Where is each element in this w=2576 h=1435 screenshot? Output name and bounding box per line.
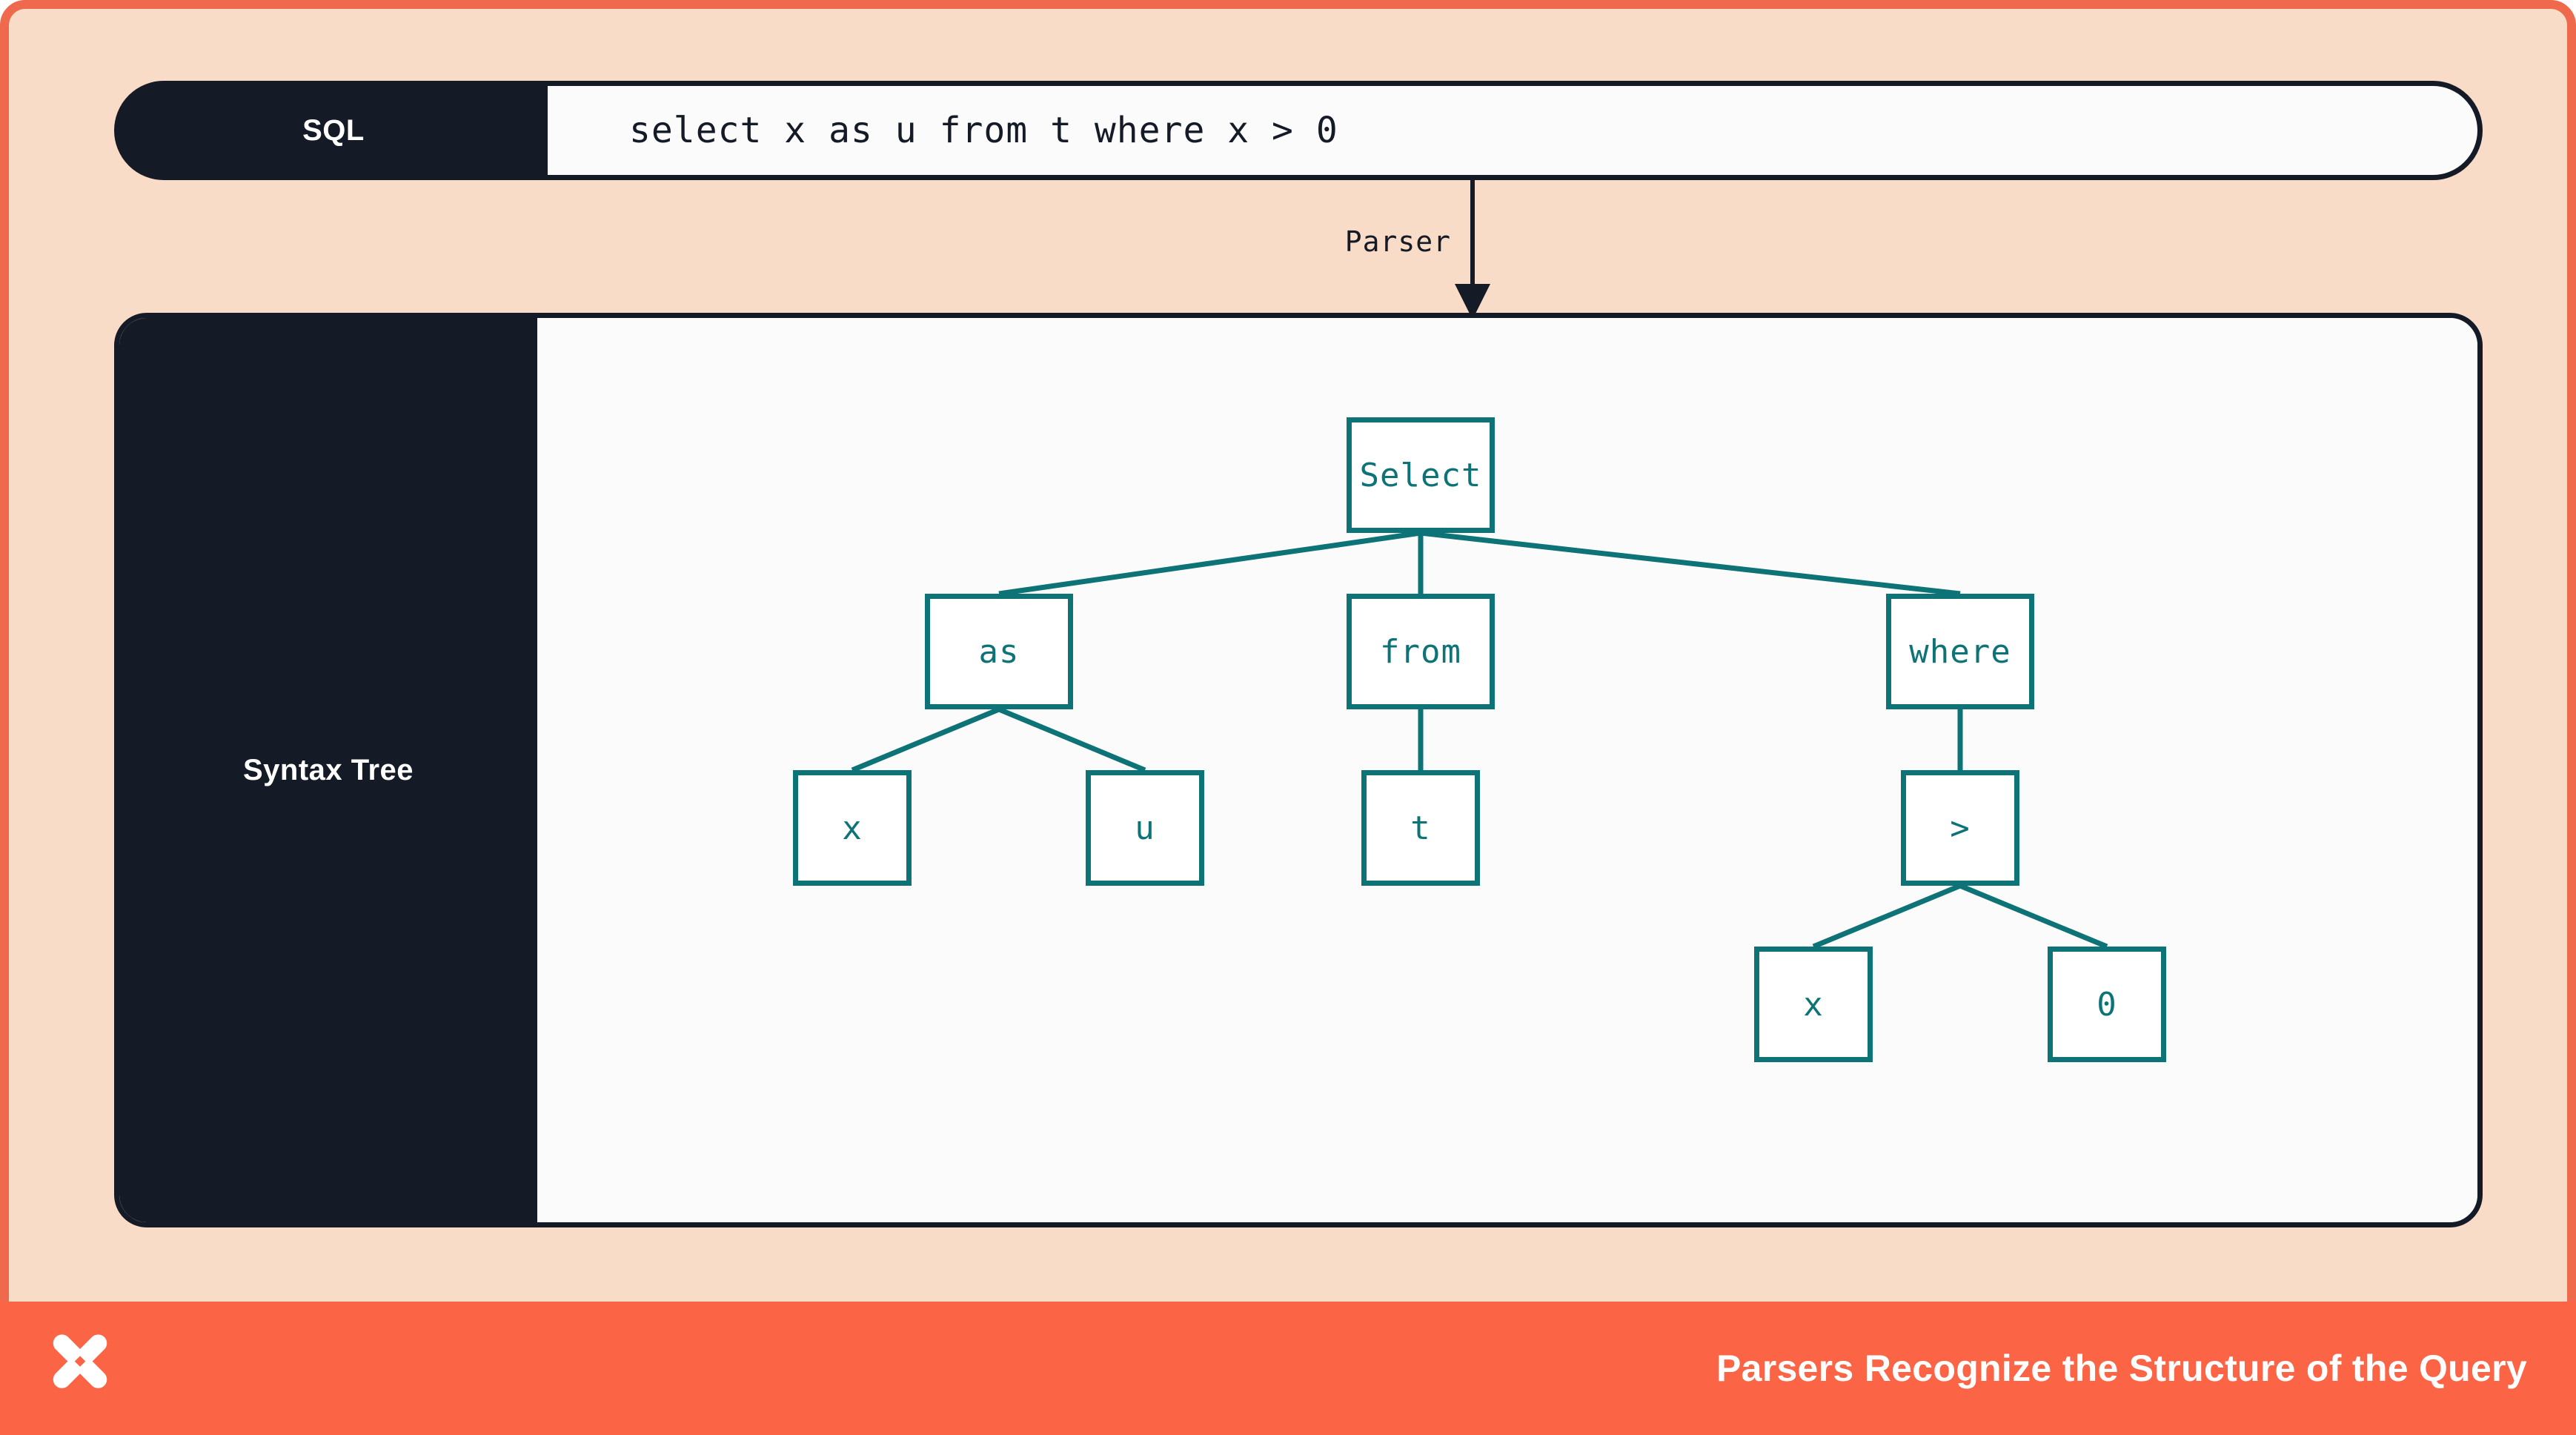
edge-select-as xyxy=(998,530,1421,597)
edge-gt-0 xyxy=(1959,883,2108,950)
sql-query-text: select x as u from t where x > 0 xyxy=(548,86,2477,175)
edge-as-x xyxy=(851,706,1000,773)
footer-caption: Parsers Recognize the Structure of the Q… xyxy=(1716,1348,2527,1389)
tree-node-greater-than[interactable]: > xyxy=(1901,770,2019,886)
tree-node-gt-x[interactable]: x xyxy=(1754,947,1873,1062)
sql-row-label: SQL xyxy=(119,86,548,175)
edge-gt-x xyxy=(1812,883,1962,950)
parser-label: Parser xyxy=(1344,225,1451,258)
parser-arrow xyxy=(1455,180,1490,319)
tree-node-as[interactable]: as xyxy=(925,594,1073,709)
tree-node-as-u[interactable]: u xyxy=(1086,770,1204,886)
tree-node-from[interactable]: from xyxy=(1347,594,1495,709)
edge-as-u xyxy=(997,706,1146,773)
tree-node-as-x[interactable]: x xyxy=(793,770,912,886)
arrow-shaft xyxy=(1470,180,1475,293)
sql-row: SQL select x as u from t where x > 0 xyxy=(114,81,2483,180)
tree-node-gt-zero[interactable]: 0 xyxy=(2048,947,2166,1062)
star-x-logo-icon xyxy=(53,1334,107,1388)
syntax-tree-panel: Syntax Tree xyxy=(114,313,2483,1227)
footer-bar: Parsers Recognize the Structure of the Q… xyxy=(0,1302,2576,1435)
tree-node-where[interactable]: where xyxy=(1886,594,2034,709)
tree-node-from-t[interactable]: t xyxy=(1361,770,1480,886)
tree-node-select[interactable]: Select xyxy=(1347,417,1495,533)
edge-select-where xyxy=(1420,530,1961,597)
tree-edges xyxy=(851,530,2108,950)
syntax-tree-canvas: Select as from where x u t > x 0 xyxy=(537,318,2477,1222)
syntax-tree-label: Syntax Tree xyxy=(119,318,537,1222)
